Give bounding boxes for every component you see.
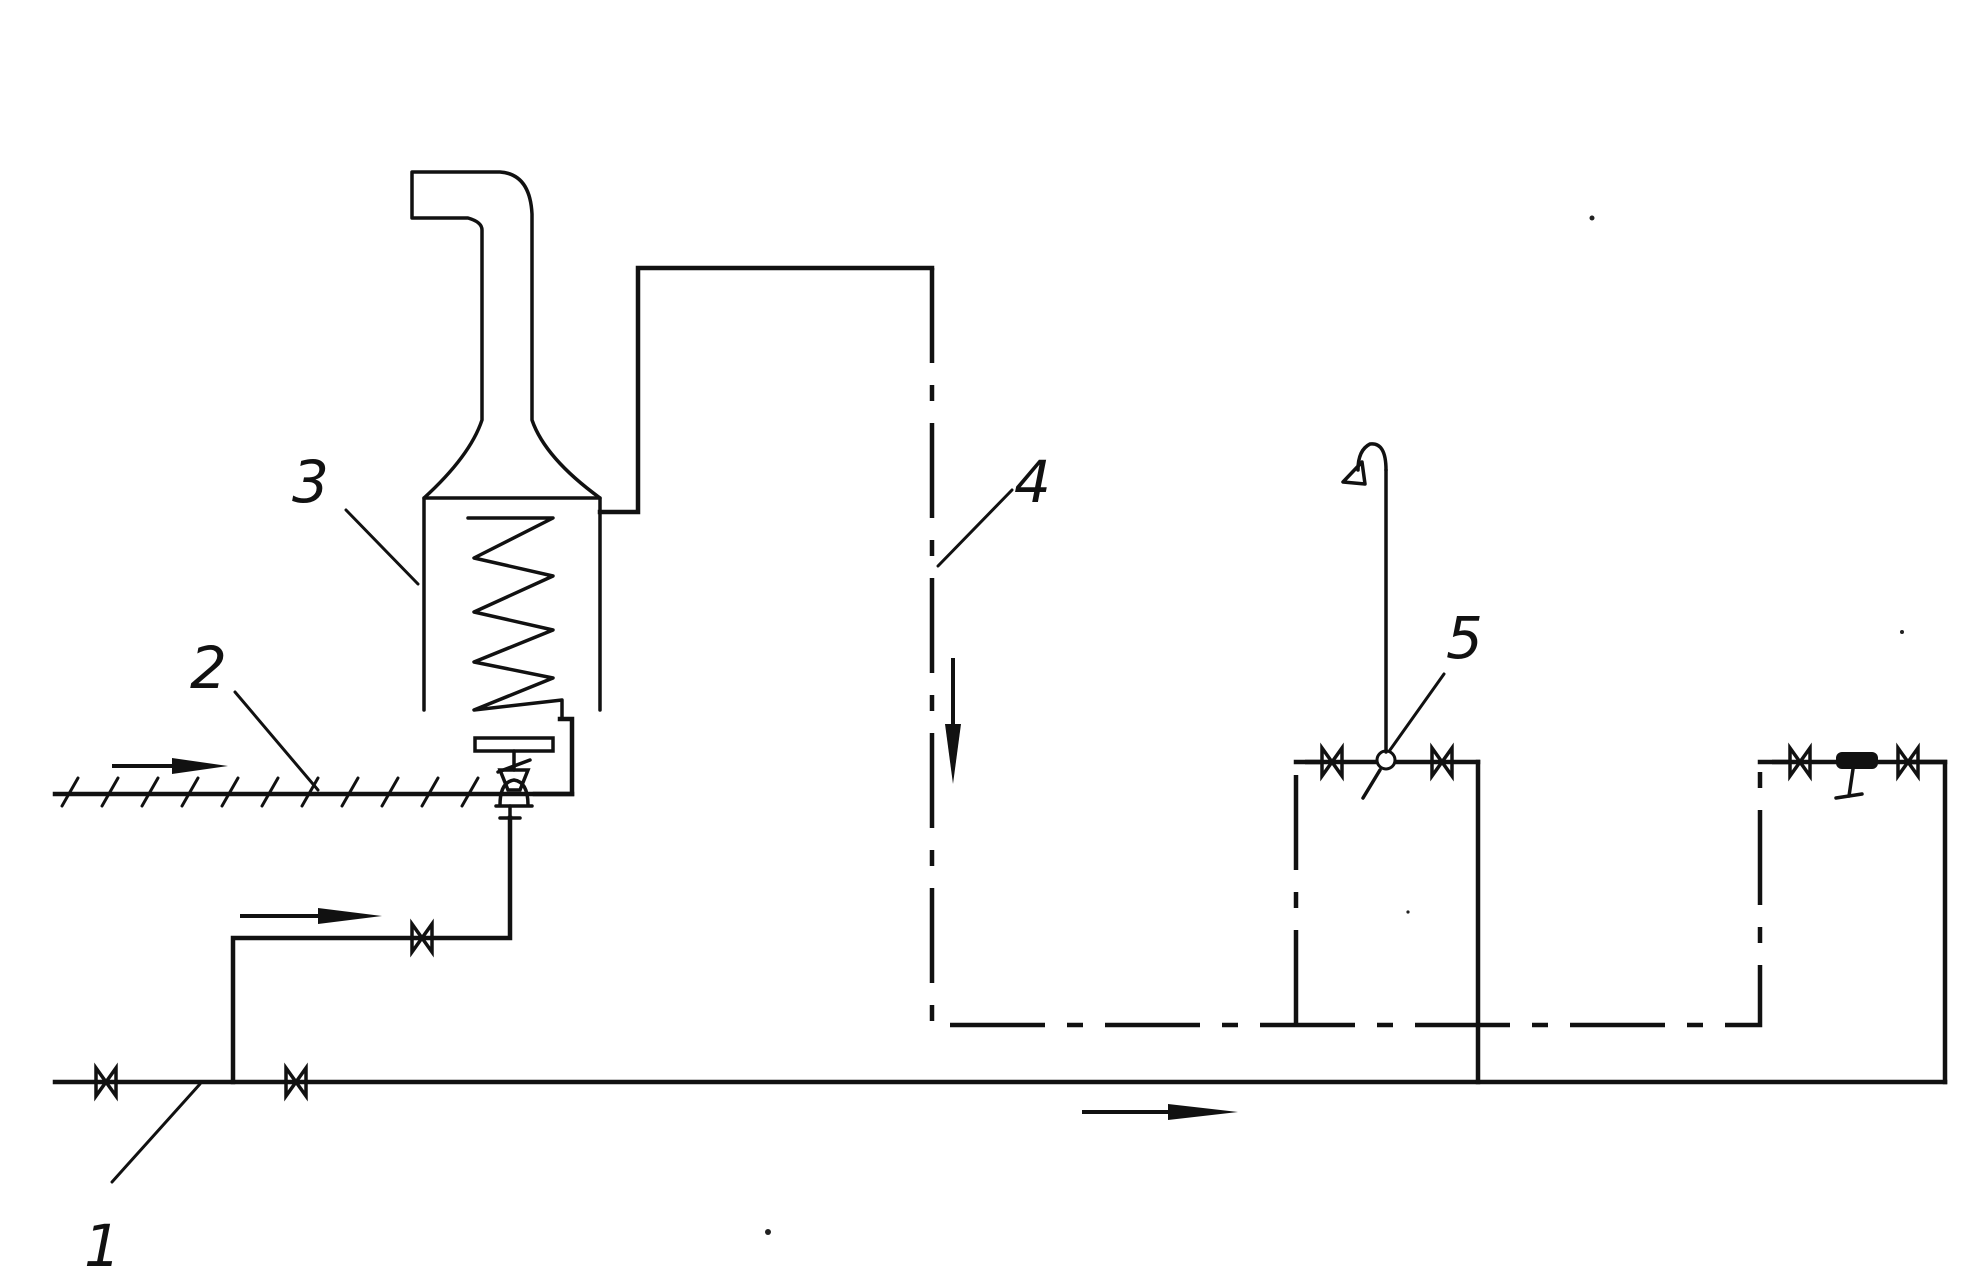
gas-valve-icon [473,736,555,820]
valve-icon [94,1062,118,1102]
flow-arrow-icon [240,908,382,924]
scan-specks [765,215,1904,1235]
mixer-tap-icon [1834,752,1878,800]
callout-label-3: 3 [292,448,329,516]
gas-pipe-hatching [60,776,480,808]
hot-water-pipe [597,265,1790,1028]
valve-icon [284,1062,308,1102]
callout-label-4: 4 [1014,448,1051,516]
callout-leaders [110,488,1446,1184]
mixer-tap-icon [1361,749,1397,800]
heater-feed-pipe [230,815,513,1085]
gas-pipe [52,716,575,808]
callout-label-5: 5 [1446,604,1483,672]
callout-label-2: 2 [190,634,227,702]
flow-arrow-icon [945,658,961,784]
shower-head-icon [1341,460,1367,486]
flow-arrow-icon [112,758,228,774]
shower-mixer [1293,442,1481,800]
valve-icon [410,918,434,958]
valve-icon [1896,742,1920,782]
main-supply-pipe [52,759,1948,1085]
sink-mixer [1757,742,1948,800]
callout-label-1: 1 [84,1212,121,1280]
valve-icon [1430,742,1454,782]
flow-arrow-icon [1082,1104,1238,1120]
valve-icon [1320,742,1344,782]
valve-icon [1788,742,1812,782]
gas-water-heater [410,170,602,721]
